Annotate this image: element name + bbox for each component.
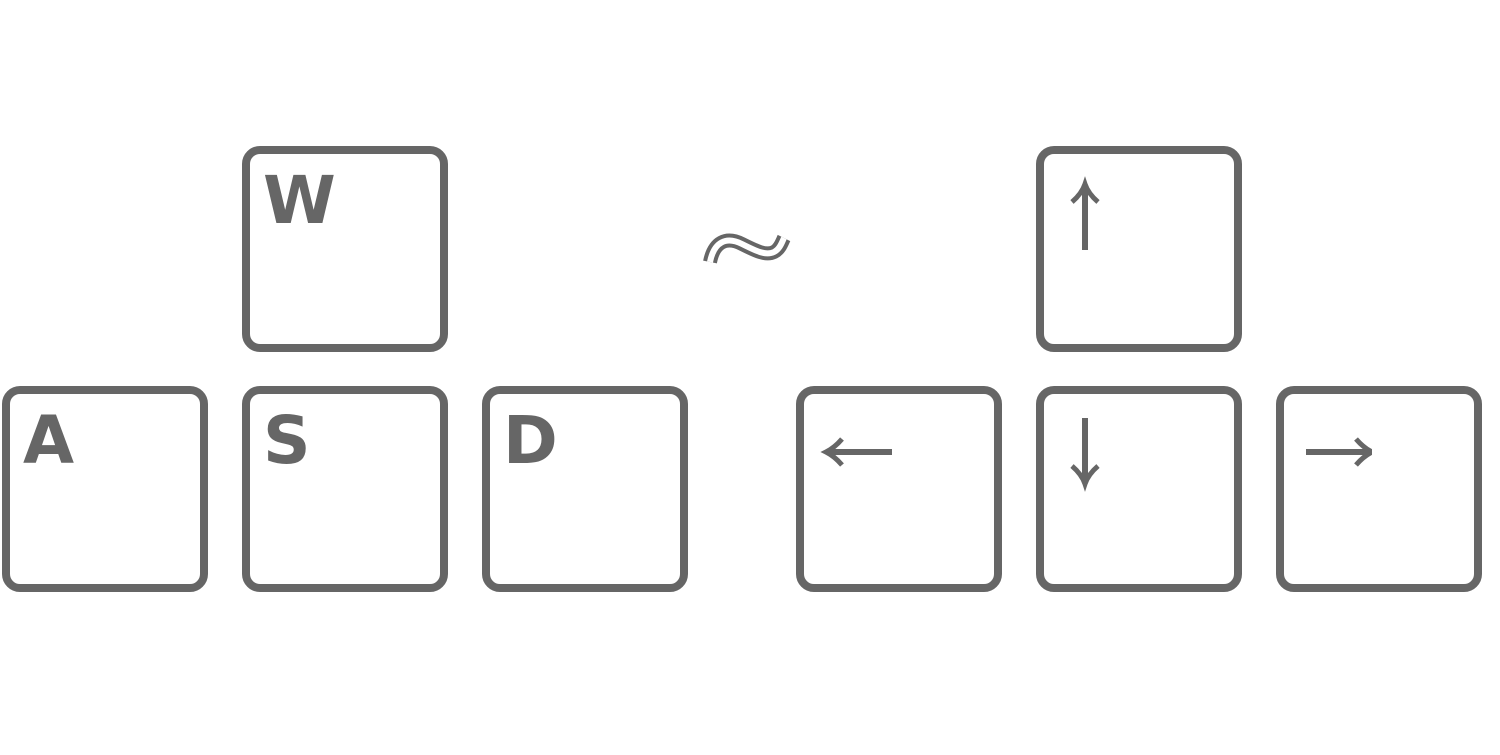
approximately-equal-icon bbox=[703, 233, 791, 264]
arrow-left-icon bbox=[812, 412, 892, 492]
key-s: S bbox=[242, 386, 448, 592]
key-w-label: W bbox=[263, 162, 336, 239]
key-up bbox=[1036, 146, 1242, 352]
key-d: D bbox=[482, 386, 688, 592]
key-left bbox=[796, 386, 1002, 592]
key-s-label: S bbox=[263, 402, 311, 479]
key-w: W bbox=[242, 146, 448, 352]
key-down bbox=[1036, 386, 1242, 592]
key-d-label: D bbox=[503, 402, 558, 479]
key-a: A bbox=[2, 386, 208, 592]
arrow-up-icon bbox=[1052, 172, 1132, 252]
arrow-right-icon bbox=[1292, 412, 1372, 492]
key-right bbox=[1276, 386, 1482, 592]
key-a-label: A bbox=[23, 402, 75, 479]
arrow-down-icon bbox=[1052, 412, 1132, 492]
